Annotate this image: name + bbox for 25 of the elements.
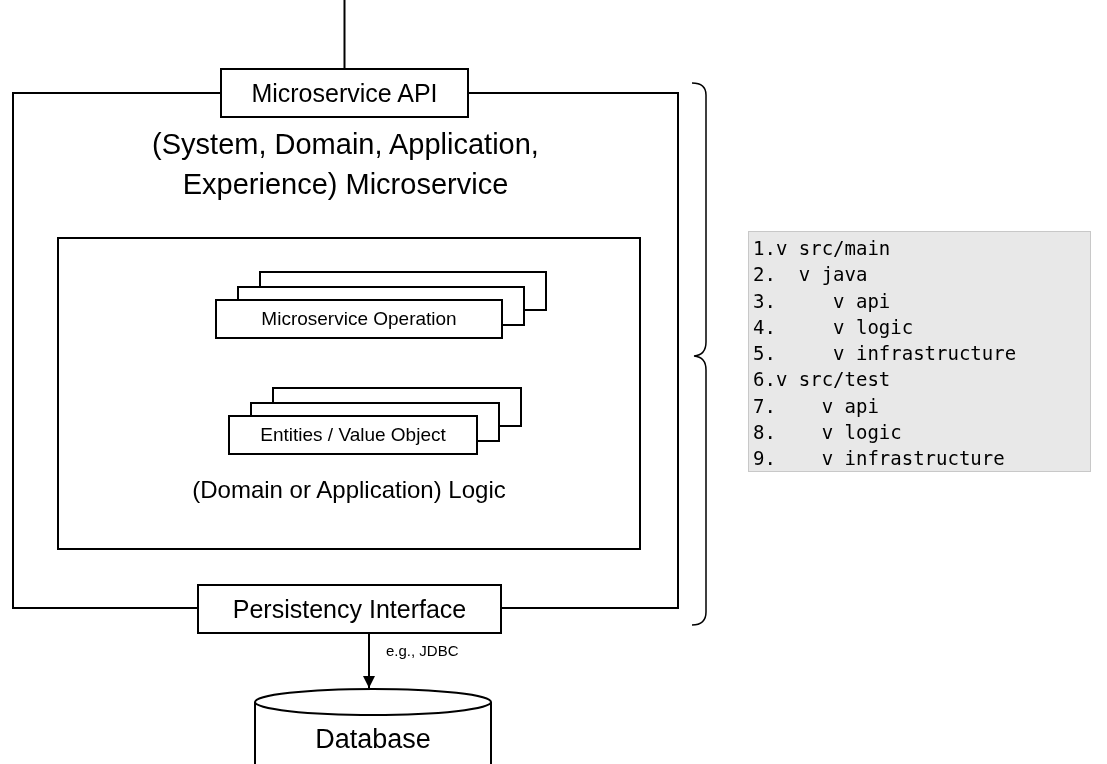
arrow xyxy=(363,633,375,689)
connector-line xyxy=(343,0,346,69)
code-line: 3. v api xyxy=(753,288,891,314)
code-listing-panel xyxy=(748,231,1091,472)
code-line: 1.v src/main xyxy=(753,236,891,261)
code-line: 5. v infrastructure xyxy=(753,341,1017,367)
box-label: Persistency Interface xyxy=(232,594,467,624)
code-line: 4. v logic xyxy=(753,314,914,340)
box-label: Microservice API xyxy=(251,78,438,108)
card-label: Microservice Operation xyxy=(261,308,457,330)
card-label: Entities / Value Object xyxy=(260,424,446,446)
code-line: 8. v logic xyxy=(753,420,902,446)
interface-box xyxy=(220,68,469,118)
code-line: 2. v java xyxy=(753,262,868,288)
process-card xyxy=(228,415,478,455)
code-line: 9. v infrastructure xyxy=(753,446,1005,472)
logic-box xyxy=(57,237,641,550)
interface-box xyxy=(197,584,502,634)
code-line: 7. v api xyxy=(753,393,879,419)
process-card xyxy=(215,299,503,339)
frame-heading: (System, Domain, Application, Experience) Microservice xyxy=(151,127,540,202)
database-cylinder xyxy=(254,688,492,764)
database-label: Database xyxy=(314,724,432,755)
frame-heading: (Domain or Application) Logic xyxy=(191,475,507,505)
code-line: 6.v src/test xyxy=(753,367,891,393)
